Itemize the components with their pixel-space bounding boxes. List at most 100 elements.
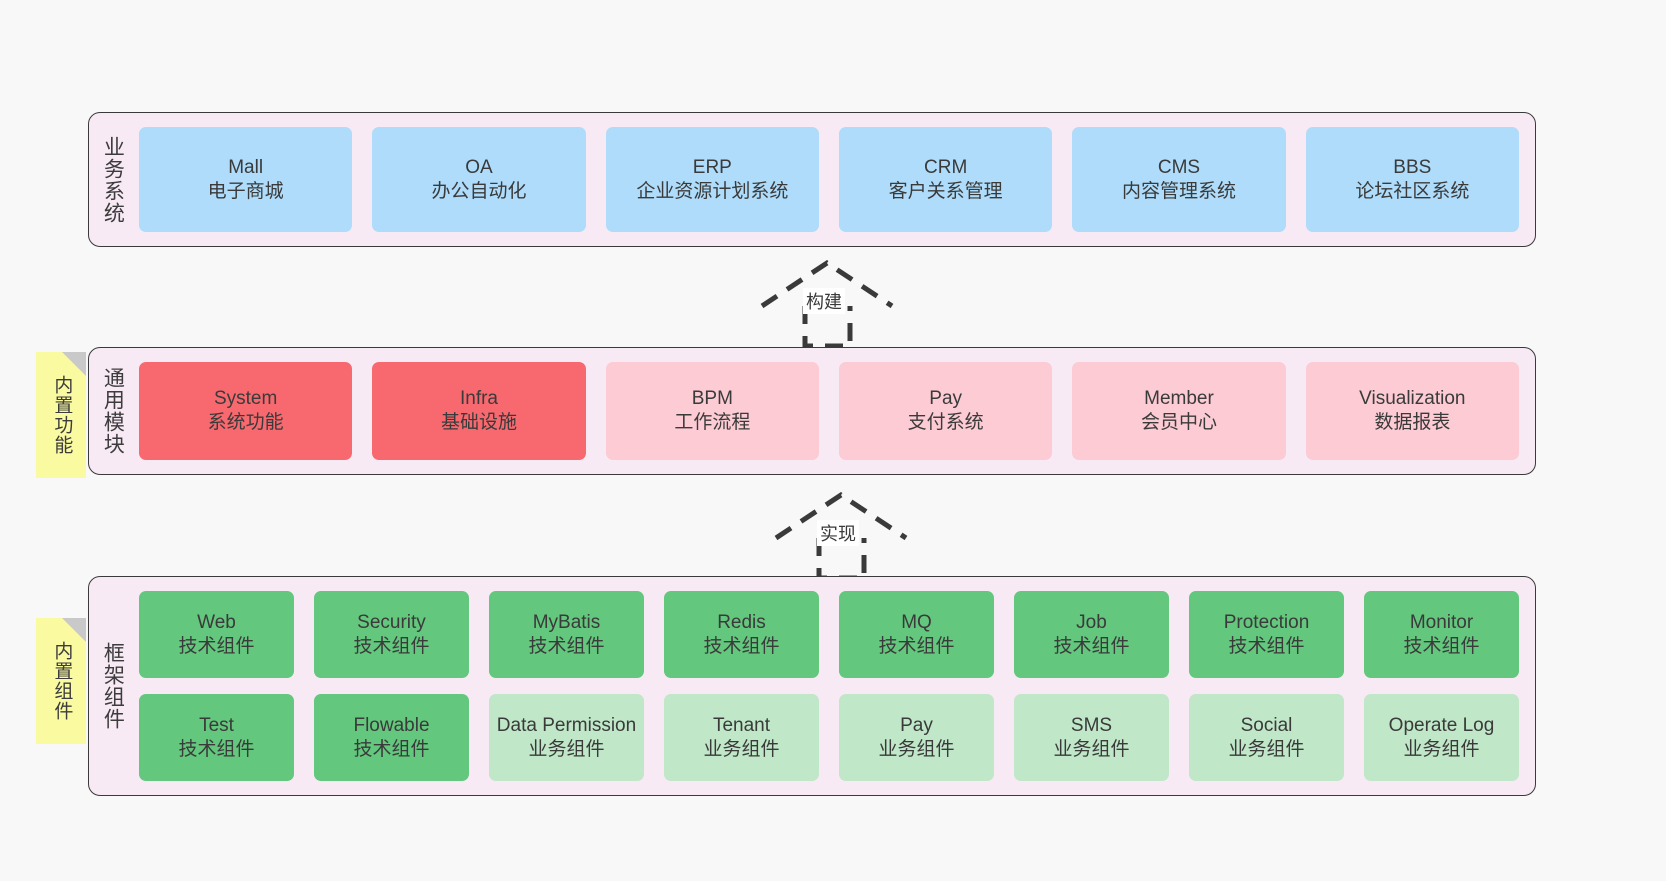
card-cms-en: CMS xyxy=(1157,156,1201,178)
card-monitor-en: Monitor xyxy=(1409,611,1474,633)
card-operate-log-cn: 业务组件 xyxy=(1403,738,1480,760)
card-oa-cn: 办公自动化 xyxy=(431,180,527,202)
connector-implement: 实现 xyxy=(771,490,911,581)
card-pay-component-cn: 业务组件 xyxy=(878,738,955,760)
card-mybatis[interactable]: MyBatis 技术组件 xyxy=(489,591,644,678)
card-bpm-cn: 工作流程 xyxy=(674,412,751,433)
card-security-cn: 技术组件 xyxy=(353,635,430,657)
card-member-cn: 会员中心 xyxy=(1140,412,1217,433)
layer-common-modules: 通用模块 System 系统功能 Infra 基础设施 BPM 工作流程 Pay… xyxy=(88,347,1536,475)
card-crm[interactable]: CRM 客户关系管理 xyxy=(838,127,1053,232)
card-data-permission-cn: 业务组件 xyxy=(528,738,605,760)
card-flowable[interactable]: Flowable 技术组件 xyxy=(314,694,469,781)
card-grid-business-systems: Mall 电子商城 OA 办公自动化 ERP 企业资源计划系统 CRM 客户关系… xyxy=(135,113,1535,246)
card-oa-en: OA xyxy=(465,156,493,178)
card-bpm-en: BPM xyxy=(691,388,733,410)
card-mq-en: MQ xyxy=(901,611,932,633)
card-redis-en: Redis xyxy=(717,611,766,633)
card-mall-cn: 电子商城 xyxy=(207,180,284,202)
card-mybatis-en: MyBatis xyxy=(532,611,601,633)
card-bbs-en: BBS xyxy=(1393,156,1432,178)
card-tenant-cn: 业务组件 xyxy=(703,738,780,760)
card-system[interactable]: System 系统功能 xyxy=(139,362,353,460)
card-operate-log-en: Operate Log xyxy=(1388,714,1495,736)
card-job-en: Job xyxy=(1076,611,1107,633)
card-crm-en: CRM xyxy=(924,156,968,178)
card-sms-cn: 业务组件 xyxy=(1053,738,1130,760)
card-mall[interactable]: Mall 电子商城 xyxy=(139,127,353,232)
card-system-en: System xyxy=(213,388,278,410)
card-bpm[interactable]: BPM 工作流程 xyxy=(605,362,819,460)
layer-title-framework-components: 框架组件 xyxy=(101,642,125,730)
card-security[interactable]: Security 技术组件 xyxy=(314,591,469,678)
note-builtin-functions: 内置功能 xyxy=(36,352,86,478)
card-protection-en: Protection xyxy=(1223,611,1310,633)
card-visualization[interactable]: Visualization 数据报表 xyxy=(1305,362,1519,460)
card-data-permission[interactable]: Data Permission 业务组件 xyxy=(489,694,644,781)
card-security-en: Security xyxy=(357,611,426,633)
card-oa[interactable]: OA 办公自动化 xyxy=(372,127,586,232)
card-flowable-cn: 技术组件 xyxy=(353,738,430,760)
card-tenant[interactable]: Tenant 业务组件 xyxy=(664,694,819,781)
connector-build-label: 构建 xyxy=(803,288,845,314)
card-test-en: Test xyxy=(199,714,234,736)
card-test[interactable]: Test 技术组件 xyxy=(139,694,294,781)
card-pay-module-cn: 支付系统 xyxy=(907,412,984,433)
card-pay-module[interactable]: Pay 支付系统 xyxy=(838,362,1053,460)
card-protection[interactable]: Protection 技术组件 xyxy=(1189,591,1344,678)
card-web-cn: 技术组件 xyxy=(178,635,255,657)
card-social[interactable]: Social 业务组件 xyxy=(1189,694,1344,781)
card-crm-cn: 客户关系管理 xyxy=(888,180,1003,202)
card-web-en: Web xyxy=(197,611,236,633)
layer-title-common-modules: 通用模块 xyxy=(101,367,125,455)
card-mq-cn: 技术组件 xyxy=(878,635,955,657)
card-social-en: Social xyxy=(1240,714,1293,736)
card-member[interactable]: Member 会员中心 xyxy=(1072,362,1286,460)
layer-framework-components: 框架组件 Web 技术组件 Security 技术组件 MyBatis 技术组件… xyxy=(88,576,1536,796)
card-job[interactable]: Job 技术组件 xyxy=(1014,591,1169,678)
note-builtin-functions-label: 内置功能 xyxy=(51,375,73,455)
card-redis[interactable]: Redis 技术组件 xyxy=(664,591,819,678)
card-visualization-cn: 数据报表 xyxy=(1374,412,1451,433)
card-job-cn: 技术组件 xyxy=(1053,635,1130,657)
card-erp-cn: 企业资源计划系统 xyxy=(636,180,789,202)
card-mq[interactable]: MQ 技术组件 xyxy=(839,591,994,678)
card-monitor[interactable]: Monitor 技术组件 xyxy=(1364,591,1519,678)
card-infra[interactable]: Infra 基础设施 xyxy=(372,362,586,460)
card-infra-cn: 基础设施 xyxy=(440,412,517,433)
card-erp[interactable]: ERP 企业资源计划系统 xyxy=(605,127,819,232)
card-test-cn: 技术组件 xyxy=(178,738,255,760)
card-pay-module-en: Pay xyxy=(929,388,963,410)
card-grid-framework-components: Web 技术组件 Security 技术组件 MyBatis 技术组件 Redi… xyxy=(135,577,1535,795)
card-visualization-en: Visualization xyxy=(1359,388,1466,410)
card-system-cn: 系统功能 xyxy=(207,412,284,433)
layer-title-business-systems: 业务系统 xyxy=(101,135,125,224)
note-fold-corner-icon xyxy=(62,618,86,642)
note-fold-corner-icon xyxy=(62,352,86,376)
card-redis-cn: 技术组件 xyxy=(703,635,780,657)
connector-build: 构建 xyxy=(757,258,897,349)
card-pay-component-en: Pay xyxy=(900,714,933,736)
connector-implement-label: 实现 xyxy=(817,520,859,546)
card-bbs-cn: 论坛社区系统 xyxy=(1355,180,1470,202)
card-bbs[interactable]: BBS 论坛社区系统 xyxy=(1305,127,1519,232)
card-infra-en: Infra xyxy=(459,388,498,410)
card-pay-component[interactable]: Pay 业务组件 xyxy=(839,694,994,781)
card-flowable-en: Flowable xyxy=(353,714,430,736)
card-social-cn: 业务组件 xyxy=(1228,738,1305,760)
note-builtin-components-label: 内置组件 xyxy=(51,641,73,721)
card-sms-en: SMS xyxy=(1070,714,1113,736)
card-monitor-cn: 技术组件 xyxy=(1403,635,1480,657)
card-tenant-en: Tenant xyxy=(712,714,771,736)
card-cms[interactable]: CMS 内容管理系统 xyxy=(1072,127,1286,232)
card-erp-en: ERP xyxy=(692,156,732,178)
card-operate-log[interactable]: Operate Log 业务组件 xyxy=(1364,694,1519,781)
card-data-permission-en: Data Permission xyxy=(496,714,637,736)
card-grid-common-modules: System 系统功能 Infra 基础设施 BPM 工作流程 Pay 支付系统… xyxy=(135,348,1535,474)
card-sms[interactable]: SMS 业务组件 xyxy=(1014,694,1169,781)
card-mybatis-cn: 技术组件 xyxy=(528,635,605,657)
card-mall-en: Mall xyxy=(228,156,264,178)
card-web[interactable]: Web 技术组件 xyxy=(139,591,294,678)
layer-business-systems: 业务系统 Mall 电子商城 OA 办公自动化 ERP 企业资源计划系统 CRM… xyxy=(88,112,1536,247)
